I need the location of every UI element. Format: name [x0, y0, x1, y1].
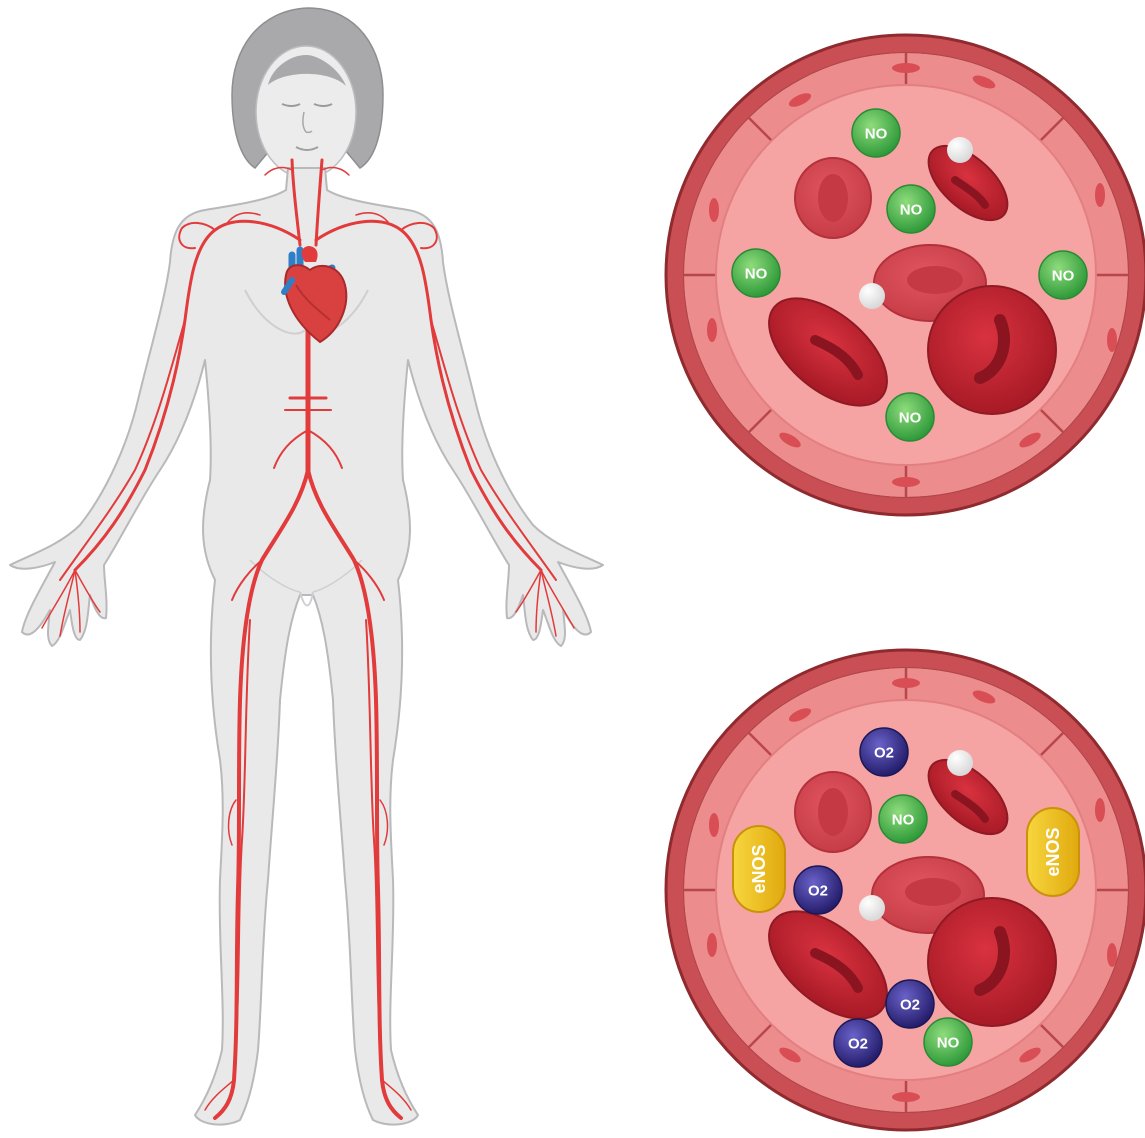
molecule: NO — [924, 1018, 972, 1066]
molecule-label: NO — [865, 126, 888, 143]
molecule: NO — [887, 185, 935, 233]
enos-enzyme: eNOS — [733, 826, 785, 912]
molecule: NO — [886, 393, 934, 441]
molecule-label: NO — [892, 812, 915, 829]
molecule-label: O2 — [874, 745, 894, 762]
molecule: NO — [732, 249, 780, 297]
particle-top-1 — [947, 137, 973, 163]
vessel-cross-section-top: NO NO NO NO NO — [666, 35, 1145, 515]
molecule: O2 — [886, 980, 934, 1028]
molecule: O2 — [834, 1019, 882, 1067]
molecule: NO — [1039, 251, 1087, 299]
molecule: NO — [879, 795, 927, 843]
particle-bottom-1 — [947, 750, 973, 776]
vessel-cross-section-bottom: eNOS eNOS O2 NO O2 O2 O2 NO — [666, 650, 1145, 1130]
enzyme-label: eNOS — [1043, 827, 1063, 876]
molecule: O2 — [794, 866, 842, 914]
molecule-label: NO — [745, 266, 768, 283]
molecule: NO — [852, 109, 900, 157]
molecule-label: NO — [900, 202, 923, 219]
molecule-label: NO — [1052, 268, 1075, 285]
enos-enzyme: eNOS — [1027, 808, 1079, 896]
human-body-illustration — [10, 8, 603, 1125]
molecule-label: NO — [899, 410, 922, 427]
molecule: O2 — [860, 728, 908, 776]
molecule-label: O2 — [900, 997, 920, 1014]
particle-top-2 — [859, 283, 885, 309]
particle-bottom-2 — [859, 895, 885, 921]
molecule-label: O2 — [808, 883, 828, 900]
molecule-label: O2 — [848, 1036, 868, 1053]
molecule-label: NO — [937, 1035, 960, 1052]
enzyme-label: eNOS — [749, 844, 769, 893]
